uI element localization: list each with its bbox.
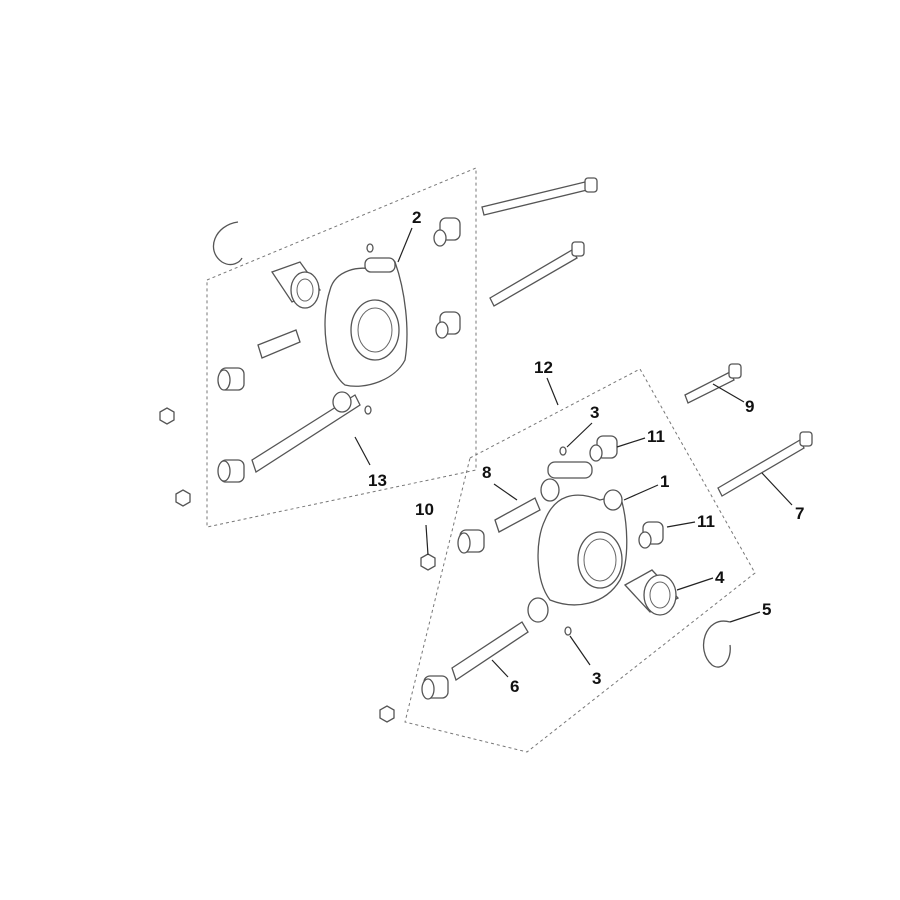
callout-1: 1 <box>660 472 669 491</box>
callout-13: 13 <box>368 471 387 490</box>
callout-4: 4 <box>715 568 725 587</box>
callout-5: 5 <box>762 600 771 619</box>
assembly-13-boundary <box>206 167 477 528</box>
grease-nipple-upper-2 <box>364 405 372 415</box>
knuckle-1 <box>527 461 628 623</box>
leader-lines <box>354 227 793 678</box>
lower-knuckle-assembly <box>421 435 680 700</box>
circlip-upper <box>212 221 243 266</box>
callout-3-bottom: 3 <box>592 669 601 688</box>
sleeve-6 <box>451 621 529 682</box>
bushing-upper-right-2 <box>435 311 461 339</box>
callout-12: 12 <box>534 358 553 377</box>
bushing-lower-left-2 <box>421 675 449 700</box>
callout-6: 6 <box>510 677 519 696</box>
bushing-11-upper <box>589 435 618 462</box>
grease-nipple-3-lower <box>564 626 572 636</box>
assembly-12-boundary <box>404 368 756 753</box>
bushing-upper-left-2 <box>217 459 245 483</box>
nut-upper-2 <box>175 489 191 507</box>
grease-nipple-3-upper <box>559 446 567 456</box>
callout-8: 8 <box>482 463 491 482</box>
bushing-lower-left-1 <box>457 529 485 554</box>
callout-11-bottom: 11 <box>697 512 715 531</box>
bushing-upper-right-1 <box>433 217 461 247</box>
bolt-upper-1 <box>481 177 598 216</box>
bearing-4 <box>623 569 680 616</box>
callout-3-top: 3 <box>590 403 599 422</box>
callout-2: 2 <box>412 208 421 227</box>
knuckle-upper <box>324 257 408 387</box>
bolt-upper-2 <box>489 241 585 307</box>
nut-lower <box>379 705 395 723</box>
bushing-11-lower <box>638 521 664 549</box>
sleeve-upper-2 <box>251 394 361 473</box>
callout-10: 10 <box>415 500 434 519</box>
grease-nipple-upper-1 <box>366 243 374 253</box>
nut-upper-1 <box>159 407 175 425</box>
circlip-5 <box>703 620 731 668</box>
bolt-9 <box>684 363 742 404</box>
sleeve-8 <box>494 497 541 533</box>
callout-7: 7 <box>795 504 804 523</box>
bolt-7 <box>717 431 813 497</box>
bearing-upper <box>270 261 321 309</box>
upper-knuckle-assembly <box>212 217 461 483</box>
washer-upper <box>332 391 352 413</box>
callout-9: 9 <box>745 397 754 416</box>
bushing-upper-left-1 <box>217 367 245 391</box>
callout-11-top: 11 <box>647 427 665 446</box>
nut-10 <box>420 553 436 571</box>
sleeve-upper-1 <box>257 329 301 359</box>
